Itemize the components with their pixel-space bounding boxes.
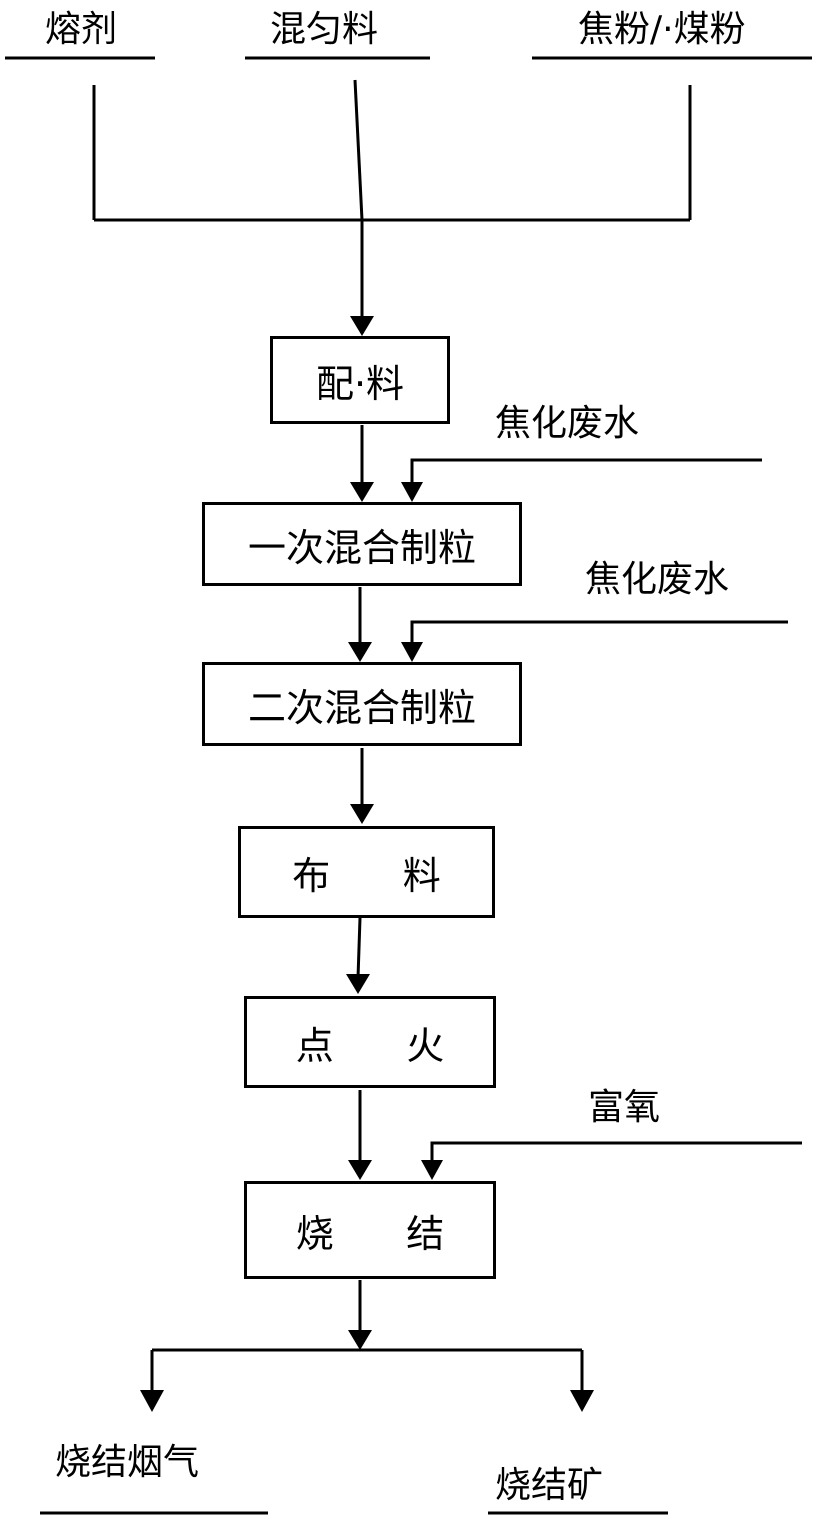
arrowhead-sintering [348,1160,372,1180]
coke-coal-powder-label: 焦粉/·煤粉 [578,9,746,50]
arrowhead-material-laying [350,804,374,824]
flux-label: 熔剂 [45,9,118,50]
arrow-to-ignition [356,917,362,979]
arrowhead-flue-gas [140,1390,164,1412]
arrowhead-ignition [346,974,370,994]
arrowhead-sinter-ore [570,1390,594,1412]
arrowhead-wastewater-1 [401,482,423,502]
material-laying-box: 布 料 [238,826,495,918]
oxygen-enrichment-label: 富氧 [588,1087,661,1128]
oxygen-line [430,1141,802,1165]
primary-mixing-box: 一次混合制粒 [202,502,522,586]
batching-box: 配·料 [270,336,450,424]
arrowhead-output-split [348,1330,372,1350]
arrowhead-batching [350,316,374,336]
ignition-box: 点 火 [244,996,496,1088]
sinter-flue-gas-label: 烧结烟气 [55,1442,200,1483]
arrowhead-primary-mixing [350,482,374,502]
wastewater-2-line [410,620,788,646]
arrowhead-wastewater-2 [401,642,423,662]
mixed-material-feed-line [353,79,364,221]
sinter-ore-label: 烧结矿 [495,1465,604,1506]
secondary-mixing-box: 二次混合制粒 [202,662,522,746]
wastewater-1-line [410,458,762,486]
arrowhead-oxygen [421,1160,443,1180]
coking-wastewater-label-1: 焦化废水 [495,403,640,444]
arrowhead-secondary-mixing [348,642,372,662]
mixed-material-label: 混匀料 [270,9,379,50]
sintering-box: 烧 结 [244,1181,496,1279]
coking-wastewater-label-2: 焦化废水 [585,559,730,600]
